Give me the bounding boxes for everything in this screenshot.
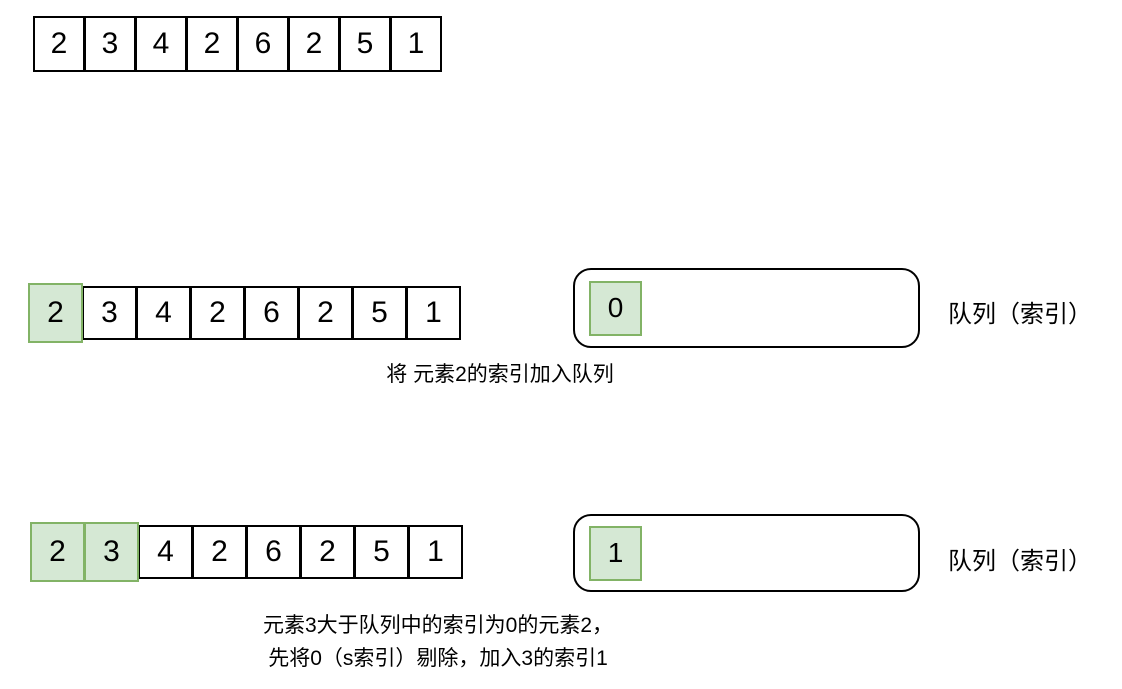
array-cell: 5 [339, 16, 391, 72]
array-cell: 2 [300, 525, 355, 579]
array-cell: 1 [390, 16, 442, 72]
caption-step2: 元素3大于队列中的索引为0的元素2， 先将0（s索引）剔除，加入3的索引1 [178, 609, 698, 675]
array-cell: 2 [298, 286, 353, 340]
array-cell-highlighted: 2 [28, 283, 83, 343]
array-cell: 3 [82, 286, 137, 340]
array-cell: 6 [237, 16, 289, 72]
array-cell: 4 [135, 16, 187, 72]
array-cell: 3 [84, 16, 136, 72]
queue-item-cell: 0 [589, 280, 642, 336]
array-cell: 1 [408, 525, 463, 579]
array-cell: 2 [33, 16, 85, 72]
array-cell: 2 [288, 16, 340, 72]
array-cell: 4 [138, 525, 193, 579]
array-cell-highlighted: 2 [30, 522, 85, 582]
queue-label-step2: 队列（索引） [948, 548, 1092, 575]
array-cell: 1 [406, 286, 461, 340]
array-cell: 2 [190, 286, 245, 340]
queue-box-step1: 0 [573, 268, 920, 348]
caption-step1: 将 元素2的索引加入队列 [386, 363, 614, 386]
array-cell: 2 [192, 525, 247, 579]
array-cell: 2 [186, 16, 238, 72]
caption-step2-line2: 先将0（s索引）剔除，加入3的索引1 [268, 647, 608, 670]
queue-box-step2: 1 [573, 514, 920, 592]
queue-label-step1: 队列（索引） [948, 301, 1092, 328]
caption-step2-line1: 元素3大于队列中的索引为0的元素2， [262, 614, 614, 637]
array-cell: 5 [354, 525, 409, 579]
array-cell: 5 [352, 286, 407, 340]
array-cell: 6 [244, 286, 299, 340]
queue-item-cell: 1 [589, 525, 642, 581]
array-cell: 6 [246, 525, 301, 579]
array-cell: 4 [136, 286, 191, 340]
array-cell-highlighted: 3 [84, 522, 139, 582]
